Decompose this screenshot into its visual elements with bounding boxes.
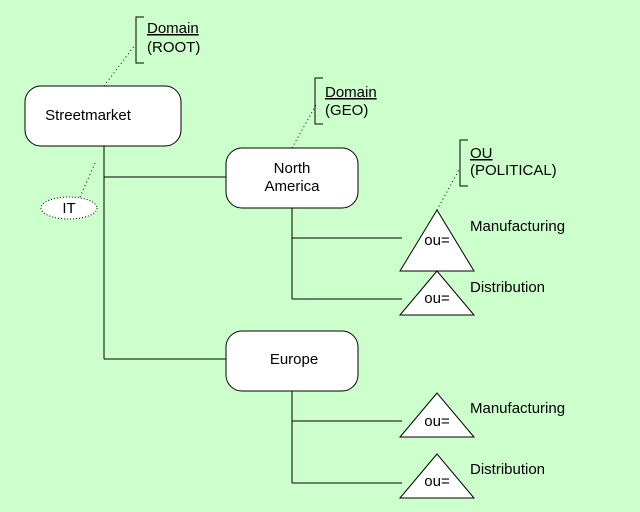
root-node-label: Streetmarket bbox=[45, 107, 132, 124]
root-node[interactable]: Streetmarket bbox=[24, 85, 182, 147]
it-tag-leader bbox=[79, 162, 96, 198]
ou-annotation-title: OU bbox=[470, 145, 493, 162]
it-tag-label: IT bbox=[62, 200, 75, 217]
ou-triangle bbox=[398, 453, 476, 499]
ou-prefix-label: ou= bbox=[424, 473, 450, 490]
root-annotation-bracket bbox=[135, 16, 144, 64]
north-america-label-line1: North bbox=[274, 160, 311, 177]
geo-annotation-subtitle: (GEO) bbox=[325, 102, 368, 119]
europe-node-label: Europe bbox=[270, 351, 318, 368]
root-node-box bbox=[24, 85, 182, 147]
root-annotation-title: Domain bbox=[147, 20, 199, 37]
europe-node[interactable]: Europe bbox=[225, 330, 359, 392]
geo-annotation-leader bbox=[291, 104, 317, 149]
ou-triangle bbox=[398, 270, 476, 316]
ou-prefix-label: ou= bbox=[424, 290, 450, 307]
geo-annotation: Domain (GEO) bbox=[314, 77, 377, 125]
ou-triangle bbox=[398, 392, 476, 438]
annotation-leaders bbox=[79, 44, 461, 211]
root-annotation-leader bbox=[103, 44, 136, 87]
ou-annotation-leader bbox=[436, 167, 461, 211]
geo-annotation-title: Domain bbox=[325, 84, 377, 101]
root-annotation: Domain (ROOT) bbox=[135, 16, 200, 64]
ou-node-eu-distribution[interactable]: ou= Distribution bbox=[398, 453, 545, 499]
north-america-node[interactable]: North America bbox=[225, 147, 359, 209]
ou-node-eu-manufacturing[interactable]: ou= Manufacturing bbox=[398, 392, 565, 438]
north-america-label-line2: America bbox=[264, 178, 320, 195]
ou-prefix-label: ou= bbox=[424, 413, 450, 430]
ou-name-label: Manufacturing bbox=[470, 400, 565, 417]
it-tag[interactable]: IT bbox=[40, 196, 98, 220]
it-tag-ellipse bbox=[40, 196, 98, 220]
root-annotation-subtitle: (ROOT) bbox=[147, 39, 200, 56]
ou-annotation: OU (POLITICAL) bbox=[459, 139, 557, 187]
europe-node-box bbox=[225, 330, 359, 392]
ou-node-na-manufacturing[interactable]: ou= Manufacturing bbox=[399, 209, 565, 272]
ou-node-na-distribution[interactable]: ou= Distribution bbox=[398, 270, 545, 316]
ou-annotation-bracket bbox=[459, 139, 468, 187]
ou-name-label: Distribution bbox=[470, 461, 545, 478]
ou-prefix-label: ou= bbox=[424, 232, 450, 249]
tree-connectors bbox=[103, 146, 402, 484]
north-america-node-box bbox=[225, 147, 359, 209]
ou-name-label: Distribution bbox=[470, 279, 545, 296]
ou-annotation-subtitle: (POLITICAL) bbox=[470, 162, 557, 179]
geo-annotation-bracket bbox=[314, 77, 323, 125]
ou-name-label: Manufacturing bbox=[470, 218, 565, 235]
